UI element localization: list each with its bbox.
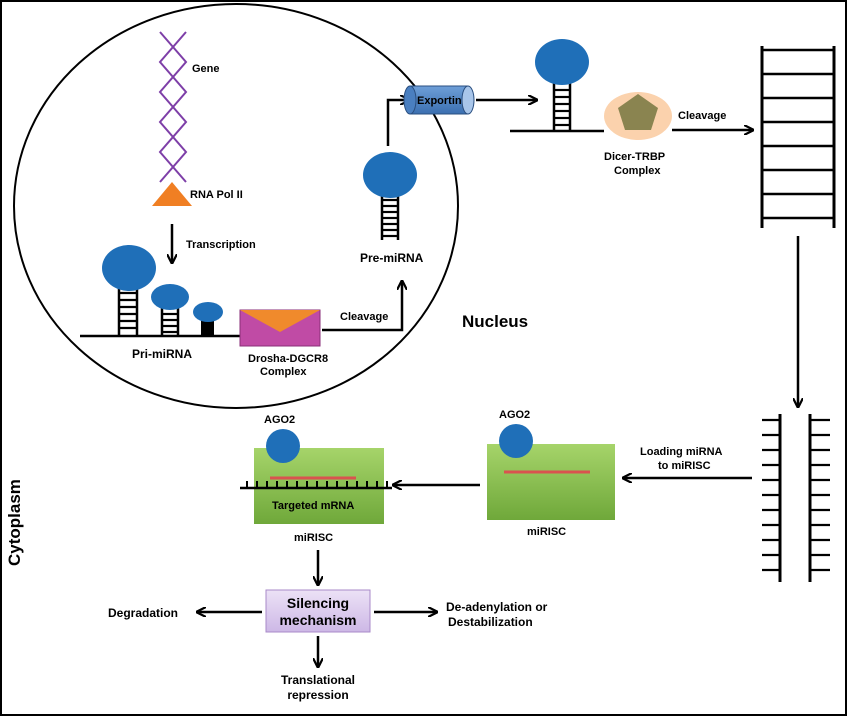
to-exportin-arrow <box>386 100 408 146</box>
pre-mirna-label: Pre-miRNA <box>360 251 424 265</box>
drosha-label-line2: Complex <box>260 366 307 378</box>
gene-helix-icon <box>158 31 188 183</box>
loading-label-line1: Loading miRNA <box>640 446 723 458</box>
ago2-label-left: AGO2 <box>264 414 295 426</box>
mirisc-complex-right <box>487 424 615 520</box>
drosha-dgcr8-complex <box>239 309 321 347</box>
dicer-label-line2: Complex <box>614 165 661 177</box>
pre-mirna-hairpin <box>363 152 417 240</box>
exportin-label: Exportin <box>417 95 462 107</box>
pri-mirna-hairpin-large <box>102 245 156 336</box>
silencing-label-line1: Silencing <box>287 595 349 611</box>
drosha-label-line1: Drosha-DGCR8 <box>248 353 328 365</box>
separated-strands <box>762 414 830 582</box>
cytoplasmic-pre-mirna <box>510 39 604 133</box>
gene-label: Gene <box>192 63 220 75</box>
nucleus-membrane <box>13 3 459 409</box>
pri-mirna-hairpin-small <box>193 302 223 336</box>
mirisc-label-right: miRISC <box>527 526 566 538</box>
mirna-duplex <box>760 46 836 228</box>
mirisc-complex-left <box>254 429 384 524</box>
cytoplasm-label: Cytoplasm <box>5 479 24 566</box>
targeted-mrna-strand <box>240 481 392 490</box>
translational-label-line1: Translational <box>281 673 355 687</box>
ago2-label-right: AGO2 <box>499 409 530 421</box>
nuclear-cleavage-arrow <box>322 282 402 332</box>
dicer-label-line1: Dicer-TRBP <box>604 151 665 163</box>
loading-label-line2: to miRISC <box>658 460 711 472</box>
transcription-label: Transcription <box>186 239 256 251</box>
deadenylation-label-line2: Destabilization <box>448 615 533 629</box>
nuclear-cleavage-label: Cleavage <box>340 311 388 323</box>
pri-mirna-label: Pri-miRNA <box>132 347 192 361</box>
deadenylation-label-line1: De-adenylation or <box>446 600 548 614</box>
targeted-mrna-label: Targeted mRNA <box>272 500 354 512</box>
silencing-mechanism-box <box>265 589 371 633</box>
exportin-channel <box>403 85 475 115</box>
rna-pol-icon <box>152 182 192 206</box>
pri-mirna-hairpin-medium <box>151 284 189 336</box>
dicer-trbp-complex <box>604 92 672 140</box>
translational-label-line2: repression <box>287 688 348 702</box>
silencing-label-line2: mechanism <box>279 612 356 628</box>
nucleus-label: Nucleus <box>462 312 528 331</box>
mirisc-label-left: miRISC <box>294 532 333 544</box>
rna-pol-label: RNA Pol II <box>190 189 243 201</box>
degradation-label: Degradation <box>108 606 178 620</box>
dicer-cleavage-label: Cleavage <box>678 110 726 122</box>
